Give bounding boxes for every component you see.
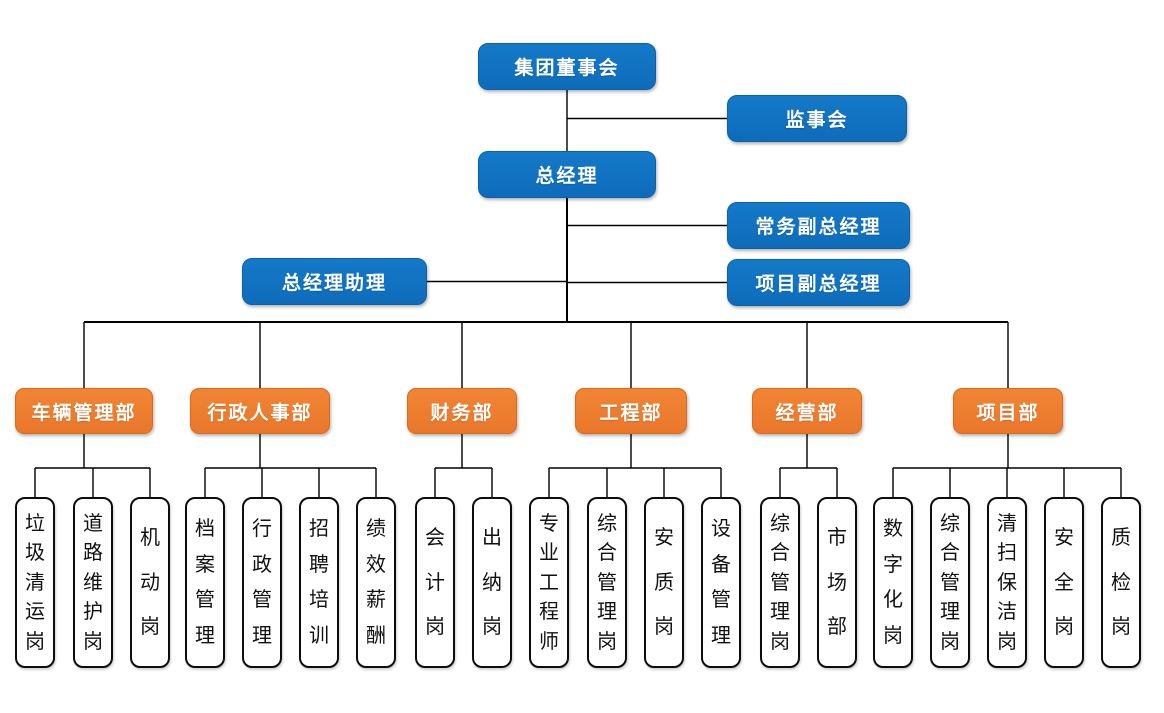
post-label: 数字化岗 [883,518,903,647]
post-label: 市场部 [827,527,847,638]
post-box: 数字化岗 [873,497,913,668]
post-label: 综合管理岗 [597,512,617,653]
post-label: 机动岗 [140,527,160,638]
post-label: 会计岗 [425,527,445,638]
node-gm-assistant: 总经理助理 [242,258,427,305]
post-box: 安全岗 [1044,497,1084,668]
dept-label: 经营部 [775,402,839,424]
post-label: 招聘培训 [309,518,329,647]
post-box: 市场部 [817,497,857,668]
post-label: 道路维护岗 [83,512,103,653]
post-label: 设备管理 [711,518,731,647]
post-box: 综合管理岗 [760,497,800,668]
node-supervisory-board: 监事会 [727,95,907,142]
post-label: 综合管理岗 [770,512,790,653]
post-box: 综合管理岗 [930,497,970,668]
post-label: 行政管理 [252,518,272,647]
post-box: 机动岗 [130,497,170,668]
dept-admin-hr: 行政人事部 [190,388,330,434]
node-label: 总经理 [535,166,599,187]
post-box: 安质岗 [644,497,684,668]
post-box: 综合管理岗 [587,497,627,668]
node-label: 监事会 [785,110,849,131]
node-label: 常务副总经理 [755,217,882,238]
post-box: 垃圾清运岗 [15,497,55,668]
dept-operations: 经营部 [752,388,862,434]
post-label: 安全岗 [1054,527,1074,638]
post-box: 招聘培训 [299,497,339,668]
dept-label: 财务部 [430,402,494,424]
dept-label: 工程部 [599,402,663,424]
node-group-board: 集团董事会 [478,43,656,90]
node-label: 项目副总经理 [755,274,882,295]
post-box: 质检岗 [1101,497,1141,668]
node-label: 集团董事会 [514,58,620,79]
dept-vehicle-management: 车辆管理部 [15,388,153,434]
node-general-manager: 总经理 [478,151,656,198]
post-box: 道路维护岗 [73,497,113,668]
post-label: 清扫保洁岗 [997,512,1017,653]
dept-project: 项目部 [953,388,1063,434]
post-box: 会计岗 [415,497,455,668]
post-box: 清扫保洁岗 [987,497,1027,668]
post-box: 行政管理 [242,497,282,668]
dept-label: 项目部 [976,402,1040,424]
post-label: 专业工程师 [539,512,559,653]
post-box: 设备管理 [701,497,741,668]
post-box: 档案管理 [185,497,225,668]
node-project-deputy-gm: 项目副总经理 [727,259,910,306]
node-label: 总经理助理 [281,273,387,294]
dept-engineering: 工程部 [575,388,687,434]
post-box: 专业工程师 [529,497,569,668]
post-box: 绩效薪酬 [356,497,396,668]
post-label: 档案管理 [195,518,215,647]
post-label: 出纳岗 [482,527,502,638]
post-label: 垃圾清运岗 [25,512,45,653]
post-label: 安质岗 [654,527,674,638]
post-label: 综合管理岗 [940,512,960,653]
dept-finance: 财务部 [407,388,517,434]
node-executive-deputy-gm: 常务副总经理 [727,202,910,249]
dept-label: 车辆管理部 [31,402,137,424]
dept-label: 行政人事部 [207,402,313,424]
post-label: 绩效薪酬 [366,518,386,647]
post-box: 出纳岗 [472,497,512,668]
post-label: 质检岗 [1111,527,1131,638]
